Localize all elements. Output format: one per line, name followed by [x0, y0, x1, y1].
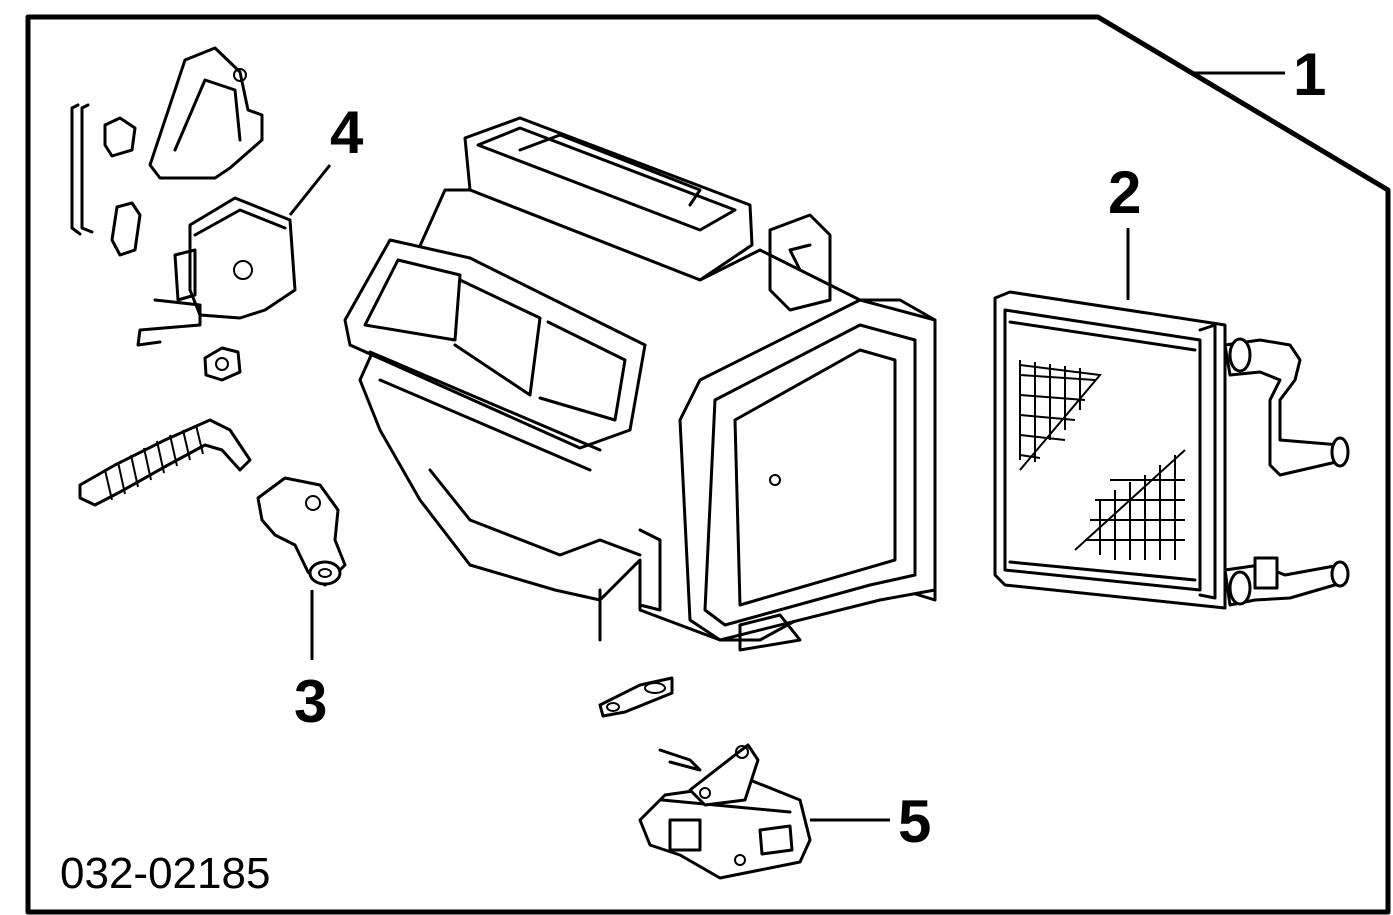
- callout-3: 3: [294, 668, 327, 735]
- air-mix-motor[interactable]: [70, 46, 297, 382]
- callout-2: 2: [1108, 159, 1141, 226]
- callout-5: 5: [898, 788, 931, 855]
- callout-4: 4: [330, 99, 364, 166]
- heater-core[interactable]: [993, 290, 1350, 610]
- diagram-frame: [25, 14, 1391, 915]
- recirculation-motor[interactable]: [638, 743, 812, 880]
- figure-code: 032-02185: [60, 849, 270, 898]
- heater-unit-housing[interactable]: [343, 116, 937, 652]
- callout-1: 1: [1293, 41, 1326, 108]
- leader-line-4: [288, 164, 332, 216]
- aspirator-hose[interactable]: [78, 418, 347, 587]
- gasket[interactable]: [598, 676, 674, 718]
